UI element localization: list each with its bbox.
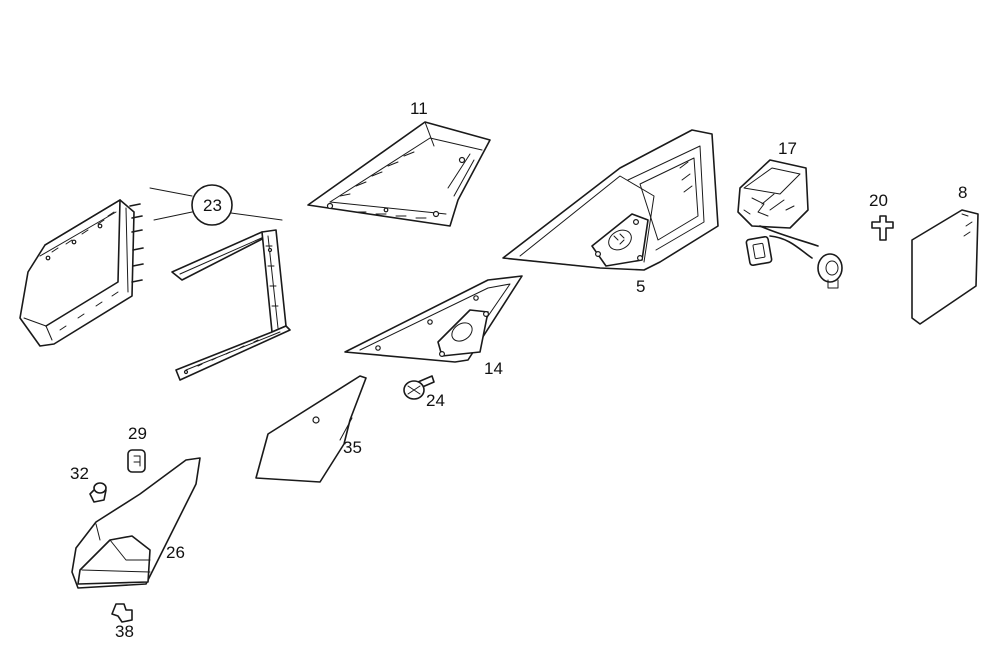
part-number-23: 23 bbox=[203, 196, 222, 215]
part-24-screw bbox=[403, 375, 435, 400]
part-20-retaining-clip bbox=[871, 215, 894, 241]
part-23-callout-circle bbox=[191, 184, 233, 226]
part-8-mirror-glass bbox=[911, 209, 979, 325]
part-number-29: 29 bbox=[128, 424, 147, 443]
part-23-frame bbox=[171, 229, 291, 381]
part-17-adjusting-motor bbox=[737, 159, 843, 289]
part-number-8: 8 bbox=[958, 183, 967, 202]
part-23-housing-shell bbox=[19, 199, 144, 347]
part-11-base-cover bbox=[307, 121, 491, 227]
part-32-grommet bbox=[89, 482, 107, 503]
part-14-inner-trim bbox=[344, 275, 523, 363]
part-26-cover bbox=[71, 457, 201, 589]
part-29-clip bbox=[127, 449, 146, 473]
part-38-clip bbox=[111, 603, 133, 623]
part-number-11: 11 bbox=[410, 99, 428, 118]
part-5-mirror-housing bbox=[502, 129, 719, 271]
part-number-17: 17 bbox=[778, 139, 797, 158]
part-35-seal bbox=[255, 375, 367, 483]
part-number-35: 35 bbox=[343, 438, 362, 457]
part-number-32: 32 bbox=[70, 464, 89, 483]
part-number-26: 26 bbox=[166, 543, 185, 562]
part-number-14: 14 bbox=[484, 359, 503, 378]
part-number-5: 5 bbox=[636, 277, 645, 296]
part-number-24: 24 bbox=[426, 391, 445, 410]
part-23-leader bbox=[149, 187, 283, 221]
part-number-38: 38 bbox=[115, 622, 134, 641]
part-number-20: 20 bbox=[869, 191, 888, 210]
